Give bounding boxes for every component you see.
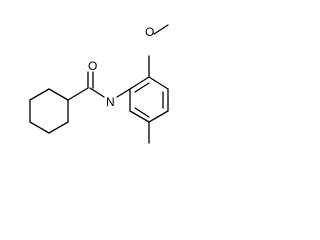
bond <box>134 82 150 93</box>
amide-nitrogen-label: N <box>106 95 115 109</box>
cyclohexane-ring <box>29 88 69 134</box>
bond <box>129 76 150 90</box>
benzene-ring <box>129 76 169 123</box>
bond <box>29 88 50 101</box>
bond <box>134 107 150 118</box>
carbonyl-oxygen-label: O <box>88 59 97 73</box>
bond <box>48 88 69 101</box>
bond <box>153 24 169 35</box>
molecule-diagram: O N O <box>29 24 169 144</box>
structure-canvas: O N O <box>0 0 204 161</box>
bond <box>67 87 89 101</box>
bond <box>148 76 169 90</box>
bond <box>129 110 150 123</box>
carbonyl-double-bond <box>87 71 94 89</box>
bond <box>89 87 105 98</box>
methoxy-oxygen-label: O <box>145 25 154 39</box>
bond <box>29 121 50 134</box>
bond <box>48 121 69 134</box>
bond <box>148 110 169 123</box>
bond <box>116 88 131 98</box>
